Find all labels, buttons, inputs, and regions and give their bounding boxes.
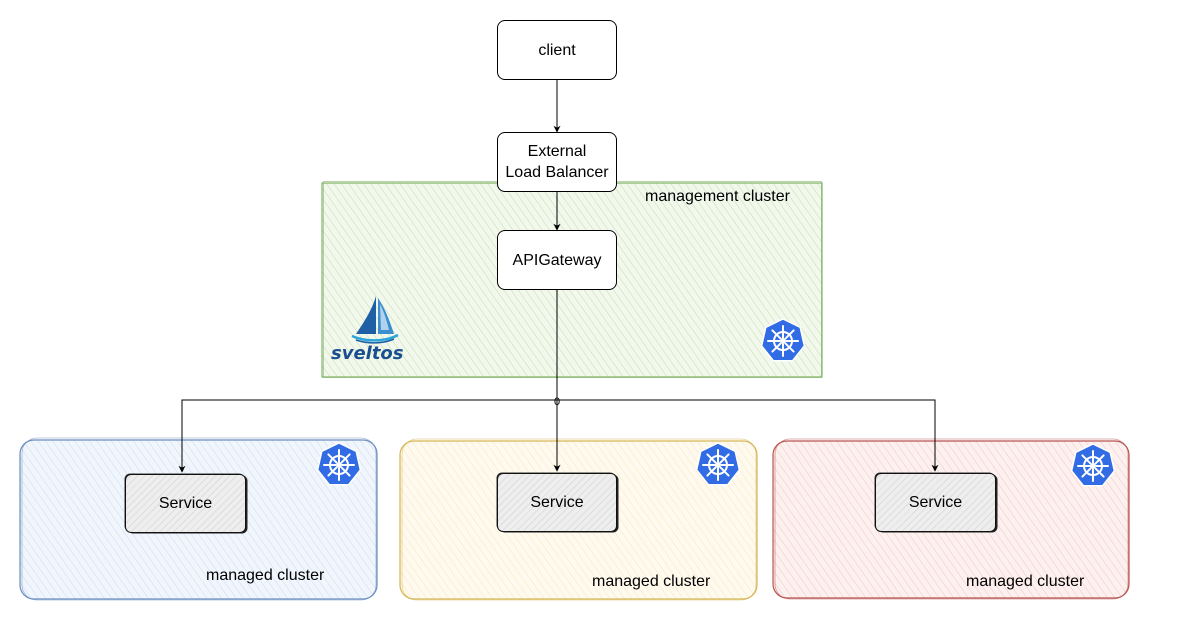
kubernetes-icon-managed-yellow	[695, 442, 741, 486]
service-node-left[interactable]: Service	[125, 474, 246, 533]
junction-label: 0	[554, 396, 560, 408]
kubernetes-icon-managed-red	[1070, 443, 1116, 487]
management-cluster-label: management cluster	[645, 188, 790, 205]
managed-cluster-label-blue: managed cluster	[206, 567, 325, 584]
load-balancer-node-label: External Load Balancer	[505, 143, 609, 181]
managed-cluster-label-yellow: managed cluster	[592, 573, 711, 590]
edge-to-service-right	[557, 399, 939, 472]
apigateway-node-label: APIGateway	[512, 251, 602, 269]
service-node-label: Service	[908, 493, 963, 511]
load-balancer-node[interactable]: External Load Balancer	[497, 132, 617, 192]
edge-to-service-left	[178, 399, 557, 473]
service-node-label: Service	[530, 493, 584, 511]
kubernetes-icon-managed-blue	[316, 442, 362, 486]
service-node-label: Service	[158, 494, 213, 512]
service-node-center[interactable]: Service	[497, 473, 617, 532]
managed-cluster-label-red: managed cluster	[966, 573, 1085, 590]
apigateway-node[interactable]: APIGateway	[497, 230, 617, 290]
kubernetes-icon-management	[760, 318, 806, 362]
sveltos-wordmark: sveltos	[331, 343, 404, 364]
client-node-label: client	[538, 41, 576, 59]
sveltos-sailboat-logo: sveltos	[331, 296, 404, 364]
service-node-right[interactable]: Service	[875, 473, 996, 532]
client-node[interactable]: client	[497, 20, 617, 80]
